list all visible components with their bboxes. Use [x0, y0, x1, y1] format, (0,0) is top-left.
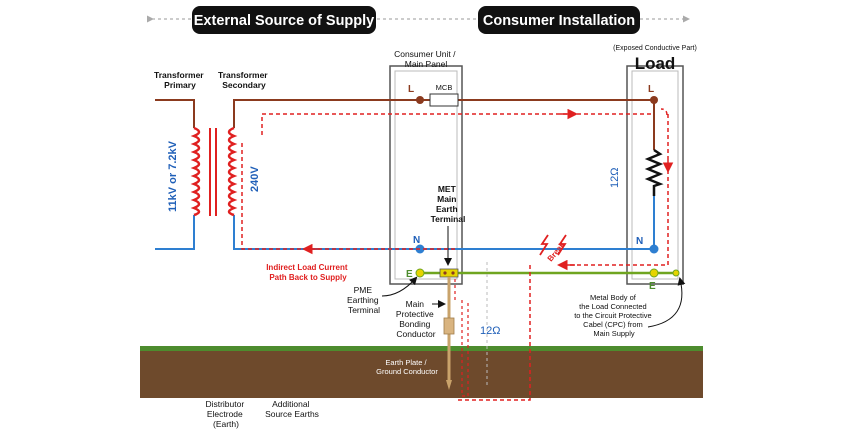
consumer-unit-box [389, 65, 463, 285]
load-earth-label: E [649, 281, 656, 292]
external-supply-label: External Source of Supply [194, 13, 375, 29]
primary-coil [190, 126, 201, 217]
earth-loop-path [454, 279, 469, 397]
cu-live-label: L [408, 84, 414, 95]
load-body-terminal [672, 269, 680, 277]
cu-live-terminal [416, 96, 424, 104]
transformer [190, 126, 238, 217]
load-title: Load [635, 54, 676, 73]
additional-earths-label: Additional Source Earths [265, 399, 319, 419]
consumer-unit-inner [394, 70, 458, 280]
external-supply-pill [192, 6, 376, 34]
mcb [429, 93, 459, 107]
cu-neutral-label: N [413, 235, 420, 246]
load-resistor [644, 148, 664, 196]
met-screw-1 [443, 271, 447, 275]
grass-strip [140, 346, 703, 351]
earth-rod [443, 277, 455, 390]
fault-current-loop [660, 108, 668, 116]
load-resistance-label: 12Ω [609, 168, 621, 188]
pme-arrow [381, 276, 418, 297]
distributor-electrode-label: Distributor Electrode (Earth) [205, 399, 246, 429]
met-screw-2 [451, 271, 455, 275]
load-live-terminal [650, 96, 658, 104]
secondary-voltage-label: 240V [249, 166, 261, 192]
earth-resistance-label: 12Ω [480, 325, 500, 337]
cu-earth-terminal [415, 268, 425, 278]
transformer-secondary-label: Transformer Secondary [218, 70, 270, 90]
load-neutral-terminal [649, 244, 659, 254]
indirect-path-label: Indirect Load Current Path Back to Suppl… [266, 263, 350, 282]
load-live-label: L [648, 84, 654, 95]
pme-label: PME Earthing Terminal [347, 285, 381, 315]
met-bar [439, 268, 459, 278]
cu-earth-label: E [406, 269, 413, 280]
soil [140, 348, 703, 398]
metal-body-label: Metal Body of the Load Connected to the … [574, 293, 654, 338]
secondary-coil [227, 126, 238, 217]
load-inner [631, 70, 679, 280]
metal-body-arrow [647, 277, 686, 328]
ground [140, 346, 703, 398]
earth-plate-label: Earth Plate / Ground Conductor [376, 358, 438, 376]
mcb-label: MCB [436, 83, 453, 92]
met-label: MET Main Earth Terminal [431, 184, 466, 224]
consumer-installation-label: Consumer Installation [483, 13, 635, 29]
consumer-installation-pill [478, 6, 640, 34]
load-box [626, 65, 684, 285]
break-spark: Break [539, 234, 567, 263]
earth-return-path [455, 265, 531, 401]
transformer-primary-label: Transformer Primary [154, 70, 206, 90]
spark-right [557, 234, 567, 256]
load-subtitle: (Exposed Conductive Part) [613, 45, 697, 52]
load-earth-terminal [649, 268, 659, 278]
rod-clamp [443, 317, 455, 335]
bonding-label: Main Protective Bonding Conductor [396, 299, 436, 339]
spark-left [539, 234, 549, 256]
rod-tip [446, 380, 452, 390]
consumer-unit-title: Consumer Unit / Main Panel [394, 49, 458, 69]
header: External Source of Supply Consumer Insta… [147, 6, 690, 34]
load-neutral-label: N [636, 236, 643, 247]
primary-voltage-label: 11kV or 7.2kV [167, 140, 179, 212]
